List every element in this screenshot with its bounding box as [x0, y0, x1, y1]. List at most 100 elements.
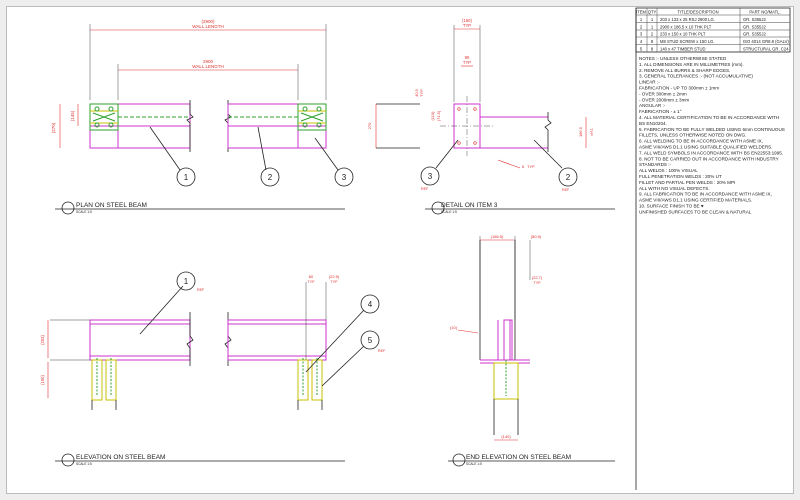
- note-line: BS EN10204.: [639, 121, 667, 126]
- dim-plan-left: (145): [70, 110, 75, 121]
- det-weld-typ: TYP: [527, 164, 535, 169]
- det-dim-side2: TYP: [419, 89, 424, 97]
- balloon-2-detail: 2: [566, 173, 571, 182]
- table-header-qty: QTY: [648, 10, 657, 15]
- end-dim-r-typ: TYP: [534, 281, 542, 285]
- table-row-5-desc: 140 x 47 TIMBER STUD: [660, 47, 706, 52]
- table-row-3-qty: 2: [651, 32, 654, 37]
- dim-plan-height: (270): [51, 122, 56, 133]
- title-block: ITEM QTY TITLE/DESCRIPTION PART NO/MATL.…: [635, 7, 791, 490]
- table-row-3-part: GR. S355J2: [743, 32, 766, 37]
- table-row-5-qty: 8: [651, 47, 654, 52]
- note-line: FABRICATION - UP TO 300mm ± 1mm: [639, 86, 719, 91]
- note-line: ALL WELDS : 100% VISUAL: [639, 168, 698, 173]
- table-row-2-qty: 1: [651, 25, 654, 30]
- note-line: FILLET AND PARTIAL PEN WELDS : 20% MPI: [639, 180, 735, 185]
- elev-dim-top1-typ: TYP: [308, 280, 316, 284]
- table-row-1-desc: 203 x 133 x 25 RSJ 2900 LG.: [660, 17, 715, 22]
- table-header-part: PART NO/MATL.: [749, 10, 780, 15]
- det-dim-top-typ: TYP: [463, 23, 471, 28]
- elevation-title: ELEVATION ON STEEL BEAM: [76, 454, 165, 461]
- detail-title: DETAIL ON ITEM 3: [441, 202, 498, 209]
- table-row-4-part: ISO 4014 GR8.8 (GALV): [743, 39, 789, 44]
- balloon-3-detail: 3: [428, 172, 433, 181]
- elev-dim-150: (150): [40, 375, 45, 385]
- balloon-1-elev: 1: [184, 277, 189, 286]
- table-row-5-part: STRUCTURAL GR. C24: [743, 47, 789, 52]
- end-title: END ELEVATION ON STEEL BEAM: [466, 454, 571, 461]
- note-line: 7. ALL WELD SYMBOLS IN ACCORDANCE WITH B…: [639, 150, 783, 155]
- dim-overall: (2900): [201, 19, 215, 24]
- detail-scale: SCALE 1:5: [441, 210, 457, 214]
- note-line: ANGULAR :-: [639, 103, 666, 108]
- note-line: 3. GENERAL TOLERANCES :- (NOT ACCUMULATI…: [639, 74, 753, 79]
- elev-dim-top1: 80: [309, 274, 314, 279]
- det-dim-inner: 90: [465, 55, 470, 60]
- note-line: 4. ALL MATERIAL CERTIFICATION TO BE IN A…: [639, 115, 779, 120]
- note-line: 10. SURFACE FINISH TO BE ♥: [639, 204, 704, 209]
- note-line: 6. ALL WELDING TO BE IN ACCORDANCE WITH …: [639, 139, 763, 144]
- dim-wall-length-2: WALL LENGTH: [192, 64, 223, 69]
- end-scale: SCALE 1:5: [466, 462, 482, 466]
- end-dim-bottom: (140): [501, 434, 511, 439]
- note-line: UNFINISHED SURFACES TO BE CLEAN & NATURA…: [639, 209, 752, 214]
- end-dim-top1: (186.5): [491, 234, 504, 239]
- det-dim-m2: (71.5): [436, 110, 441, 121]
- detail-view: (150) TYP 90 TYP 40.5 TYP (110) (71.5) 2…: [367, 18, 615, 215]
- balloon-1-plan: 1: [184, 173, 189, 182]
- table-row-4-item: 4: [640, 39, 643, 44]
- table-row-2-part: GR. S355J2: [743, 25, 766, 30]
- note-line: NOTES :- UNLESS OTHERWISE STATED: [639, 56, 727, 61]
- balloon-2-plan: 2: [268, 173, 273, 182]
- plan-title: PLAN ON STEEL BEAM: [76, 202, 147, 209]
- table-row-5-item: 5: [640, 47, 643, 52]
- plan-scale: SCALE 1:5: [76, 210, 92, 214]
- det-dim-m1: (110): [430, 111, 435, 121]
- end-elevation-view: (186.5) (80.5) (22.7) TYP (10) (140) END…: [448, 234, 615, 467]
- note-line: FULL PENETRATION WELDS : 20% UT: [639, 174, 722, 179]
- table-row-2-desc: 2900 x 186.5 x 10 THK PLT: [660, 25, 712, 30]
- table-row-1-part: GR. S355J2: [743, 17, 766, 22]
- note-line: ASME VIII/AWS D1.1 USING SUITABLE QUALIF…: [639, 145, 773, 150]
- note-line: ASME VIII/AWS D1.1 USING CERTIFIED MATER…: [639, 198, 752, 203]
- balloon-3-plan: 3: [342, 173, 347, 182]
- note-line: 8. NOT TO BE CARRIED OUT IN ACCORDANCE W…: [639, 156, 779, 161]
- elev-dim-top2: (22.5): [329, 274, 340, 279]
- table-row-4-desc: M8 STUD SCREW x 150 LG.: [660, 39, 714, 44]
- dim-inner: 2900: [203, 59, 214, 64]
- note-line: 2. REMOVE ALL BURRS & SHARP EDGES.: [639, 68, 730, 73]
- det-dim-inner-typ: TYP: [463, 60, 471, 65]
- note-line: STANDARDS :-: [639, 162, 672, 167]
- table-row-3-item: 3: [640, 32, 643, 37]
- det-dim-top: (150): [462, 18, 472, 23]
- det-ref-2: REF: [562, 188, 570, 192]
- balloon-4-elev: 4: [368, 300, 373, 309]
- table-row-1-item: 1: [640, 17, 643, 22]
- end-dim-left: (10): [450, 325, 458, 330]
- note-line: FABRICATION - ± 1°: [639, 109, 682, 114]
- det-dim-side1: 40.5: [414, 88, 419, 97]
- note-line: 1. ALL DIMENSIONS ARE IN MILLIMETRES (mm…: [639, 62, 744, 67]
- note-line: - OVER 300mm ± 2mm: [639, 91, 687, 96]
- end-dim-r: (22.7): [532, 275, 543, 280]
- note-line: ALL WITH NO VISUAL DEFECTS.: [639, 186, 710, 191]
- det-dim-270: 270: [367, 122, 372, 129]
- det-dim-right: 186.5: [578, 126, 583, 137]
- table-row-1-qty: 1: [651, 17, 654, 22]
- elev-dim-h: (203): [40, 335, 45, 345]
- note-line: FILLETS, UNLESS OTHERWISE NOTED ON DWG.: [639, 133, 746, 138]
- det-ref-3: REF: [421, 187, 429, 191]
- balloon-5-elev: 5: [368, 336, 373, 345]
- plan-view: (2900) WALL LENGTH 2900 WALL LENGTH (270…: [51, 19, 354, 215]
- end-dim-top2: (80.5): [531, 234, 542, 239]
- elev-ref-5: REF: [378, 349, 386, 353]
- note-line: 9. ALL FABRICATION TO BE IN ACCORDANCE W…: [639, 192, 772, 197]
- table-row-4-qty: 8: [651, 39, 654, 44]
- note-line: LINEAR :-: [639, 80, 660, 85]
- table-row-2-item: 2: [640, 25, 643, 30]
- drawing-frame: [6, 6, 794, 494]
- note-line: - OVER 2000mm ± 3mm: [639, 97, 689, 102]
- elevation-scale: SCALE 1:5: [76, 462, 92, 466]
